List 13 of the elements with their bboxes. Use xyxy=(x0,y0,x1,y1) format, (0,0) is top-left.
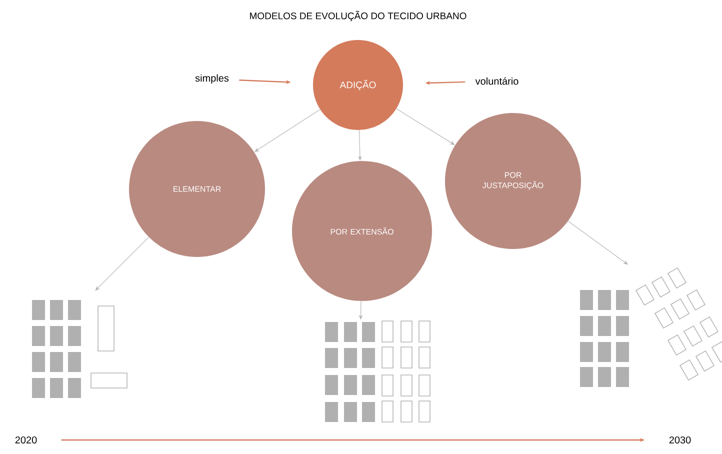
circle-node: POR JUSTAPOSIÇÃO xyxy=(445,113,581,249)
circle-node: ADIÇÃO xyxy=(313,40,403,130)
title: MODELOS DE EVOLUÇÃO DO TECIDO URBANO xyxy=(250,10,466,22)
buildings-drawing xyxy=(325,320,430,422)
node-label: 2030 xyxy=(669,436,691,444)
circle-node: POR EXTENSÃO xyxy=(292,161,432,301)
node-label: simples xyxy=(195,74,229,84)
circle-node: ELEMENTAR xyxy=(129,121,265,257)
buildings-drawing xyxy=(580,267,722,387)
buildings-drawing xyxy=(32,300,128,398)
node-label: 2020 xyxy=(15,436,37,444)
node-label: voluntário xyxy=(475,77,518,85)
arrow xyxy=(95,236,150,291)
